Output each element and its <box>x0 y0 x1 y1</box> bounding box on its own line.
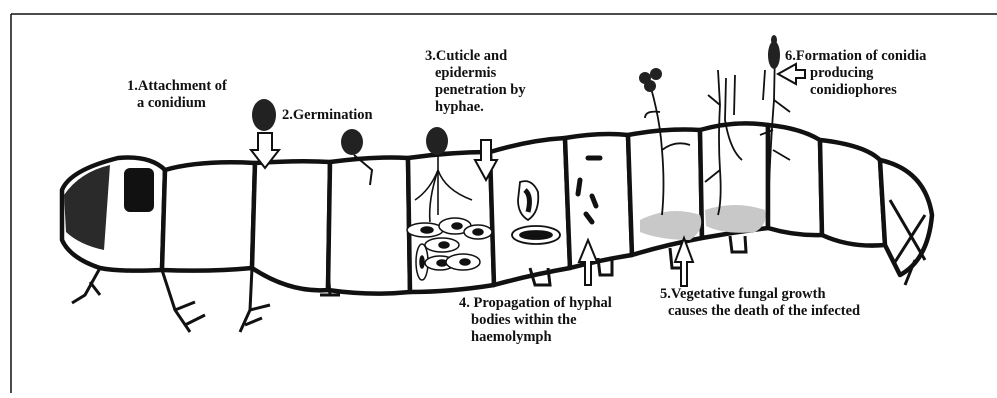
step3-line2: epidermis <box>425 65 526 82</box>
step4-label: 4. Propagation of hyphal bodies within t… <box>459 295 612 346</box>
step3-line1: 3.Cuticle and <box>425 48 526 65</box>
step4-line2: bodies within the <box>459 312 612 329</box>
conidia-clusters <box>639 35 780 92</box>
step3-line3: penetration by <box>425 82 526 99</box>
step4-line1: 4. Propagation of hyphal <box>459 295 612 312</box>
step6-label: 6.Formation of conidia producing conidio… <box>785 48 926 99</box>
step3-label: 3.Cuticle and epidermis penetration by h… <box>425 48 526 116</box>
step4-line3: haemolymph <box>459 329 612 346</box>
step5-line1: 5.Vegetative fungal growth <box>660 286 860 303</box>
step5-label: 5.Vegetative fungal growth causes the de… <box>660 286 860 320</box>
caterpillar-body <box>62 123 932 293</box>
conidium-penetrating <box>426 127 448 155</box>
step6-line2: producing <box>785 65 926 82</box>
step3-line4: hyphae. <box>425 99 526 116</box>
conidium-attached <box>252 99 276 131</box>
step2-label: 2.Germination <box>282 107 373 124</box>
step1-line2: a conidium <box>127 95 227 112</box>
step1-label: 1.Attachment of a conidium <box>127 78 227 112</box>
head-eye-patch <box>124 168 154 212</box>
step1-line1: 1.Attachment of <box>127 78 227 95</box>
step6-line1: 6.Formation of conidia <box>785 48 926 65</box>
conidium-germinating <box>341 129 363 155</box>
step6-line3: conidiophores <box>785 82 926 99</box>
step2-line1: 2.Germination <box>282 107 373 124</box>
step5-line2: causes the death of the infected <box>660 303 860 320</box>
